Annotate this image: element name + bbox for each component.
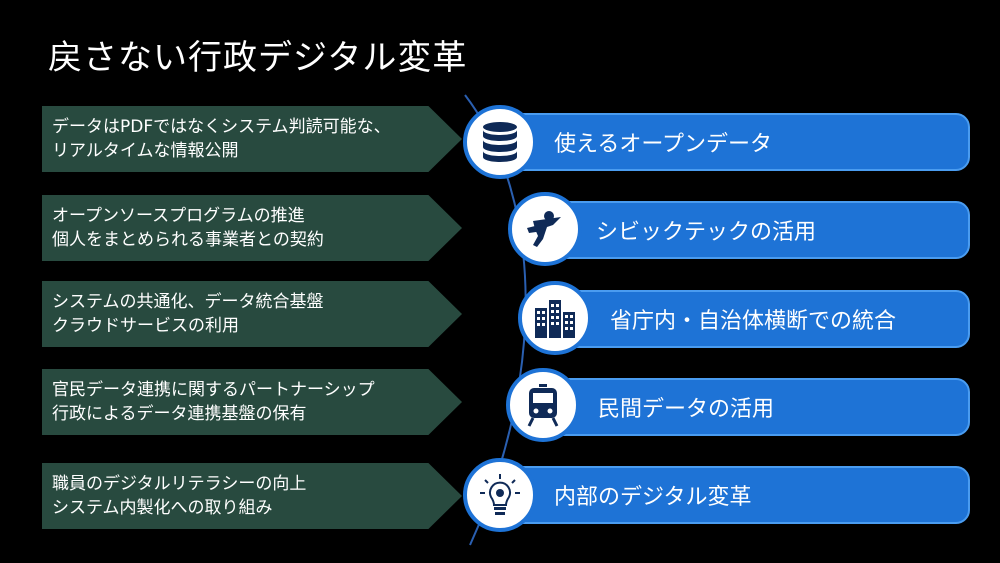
circle-2 <box>508 192 582 266</box>
right-box-3-label: 省庁内・自治体横断での統合 <box>610 309 897 334</box>
left-box-4: 官民データ連携に関するパートナーシップ 行政によるデータ連携基盤の保有 <box>42 369 462 435</box>
circle-1 <box>463 105 537 179</box>
left-box-1-line1: データはPDFではなくシステム判読可能な、 <box>52 117 391 137</box>
circle-5 <box>463 458 537 532</box>
right-box-5-label: 内部のデジタル変革 <box>554 485 752 510</box>
right-box-2: シビックテックの活用 <box>548 201 970 259</box>
buildings-icon <box>535 300 575 338</box>
superhero-icon <box>527 211 561 247</box>
left-box-2-line1: オープンソースプログラムの推進 <box>52 206 305 226</box>
left-box-4-line2: 行政によるデータ連携基盤の保有 <box>52 404 307 424</box>
right-box-3: 省庁内・自治体横断での統合 <box>560 290 970 348</box>
circle-3 <box>518 281 592 355</box>
train-icon <box>527 384 559 427</box>
left-box-4-line1: 官民データ連携に関するパートナーシップ <box>52 380 375 400</box>
left-box-3-line1: システムの共通化、データ統合基盤 <box>52 292 324 312</box>
left-box-5: 職員のデジタルリテラシーの向上 システム内製化への取り組み <box>42 463 462 529</box>
left-box-3: システムの共通化、データ統合基盤 クラウドサービスの利用 <box>42 281 462 347</box>
database-icon <box>483 122 517 162</box>
right-box-4-label: 民間データの活用 <box>598 397 775 422</box>
left-box-3-line2: クラウドサービスの利用 <box>52 316 239 336</box>
lightbulb-gear-icon <box>480 474 520 515</box>
right-box-1: 使えるオープンデータ <box>500 113 970 171</box>
right-box-2-label: シビックテックの活用 <box>596 220 817 245</box>
left-box-2: オープンソースプログラムの推進 個人をまとめられる事業者との契約 <box>42 195 462 261</box>
left-box-5-line2: システム内製化への取り組み <box>52 498 273 518</box>
right-box-4: 民間データの活用 <box>548 378 970 436</box>
left-box-5-line1: 職員のデジタルリテラシーの向上 <box>52 474 307 494</box>
left-box-1: データはPDFではなくシステム判読可能な、 リアルタイムな情報公開 <box>42 106 462 172</box>
right-box-1-label: 使えるオープンデータ <box>554 132 773 157</box>
circle-4 <box>506 368 580 442</box>
left-box-2-line2: 個人をまとめられる事業者との契約 <box>52 230 324 250</box>
left-box-1-line2: リアルタイムな情報公開 <box>52 141 239 161</box>
page-title: 戻さない行政デジタル変革 <box>48 38 468 78</box>
right-box-5: 内部のデジタル変革 <box>500 466 970 524</box>
